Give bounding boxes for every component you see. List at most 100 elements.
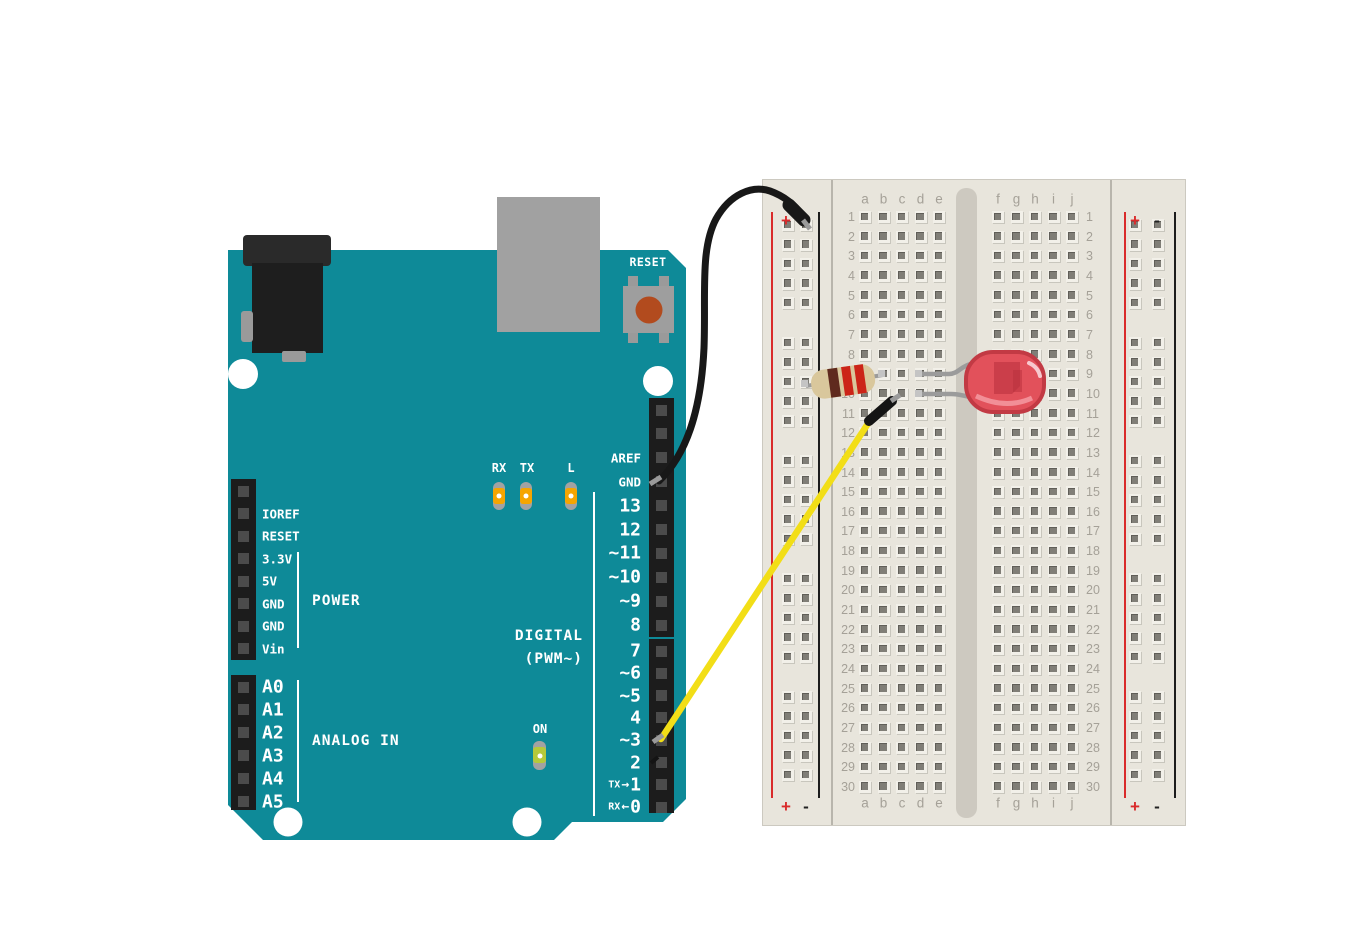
bb-hole-f2[interactable] [992,230,1004,243]
pin-3[interactable] [656,734,667,746]
rail-hole[interactable] [1152,297,1164,309]
bb-hole-h28[interactable] [1029,741,1041,754]
rail-hole[interactable] [1129,337,1141,349]
pin-unlabeled[interactable] [238,485,249,497]
rail-hole[interactable] [1152,651,1164,663]
arduino-board[interactable] [228,250,686,840]
bb-hole-g22[interactable] [1010,623,1023,636]
rail-hole[interactable] [782,769,794,781]
rail-hole[interactable] [1152,769,1164,781]
rail-hole[interactable] [1129,612,1141,624]
bb-hole-c27[interactable] [896,722,908,735]
bb-hole-h25[interactable] [1029,682,1041,695]
bb-hole-g28[interactable] [1010,741,1023,754]
pin-a4[interactable] [238,773,249,785]
bb-hole-f7[interactable] [992,328,1004,341]
bb-hole-a2[interactable] [859,230,871,243]
bb-hole-c23[interactable] [896,643,908,656]
bb-hole-j2[interactable] [1066,230,1078,243]
bb-hole-b5[interactable] [877,289,890,302]
bb-hole-i27[interactable] [1047,722,1060,735]
bb-hole-d18[interactable] [914,545,927,558]
bb-hole-c29[interactable] [896,761,908,774]
pin-aref[interactable] [656,452,667,464]
bb-hole-b6[interactable] [877,309,890,322]
bb-hole-d3[interactable] [914,250,927,263]
bb-hole-j20[interactable] [1066,584,1078,597]
bb-hole-j5[interactable] [1066,289,1078,302]
rail-hole[interactable] [1152,474,1164,487]
bb-hole-j14[interactable] [1066,466,1078,479]
bb-hole-c14[interactable] [896,466,908,479]
bb-hole-b15[interactable] [877,486,890,499]
pin-unlabeled[interactable] [656,404,667,416]
pin-gnd[interactable] [238,598,249,609]
bb-hole-h27[interactable] [1029,722,1041,735]
bb-hole-b13[interactable] [877,446,890,459]
bb-hole-f6[interactable] [992,309,1004,322]
bb-hole-h5[interactable] [1029,289,1041,302]
bb-hole-c15[interactable] [896,486,908,499]
bb-hole-c9[interactable] [896,368,908,381]
bb-hole-j30[interactable] [1066,780,1078,793]
bb-hole-b14[interactable] [877,466,890,479]
bb-hole-i25[interactable] [1047,682,1060,695]
rail-hole[interactable] [1152,337,1164,349]
bb-hole-i29[interactable] [1047,761,1060,774]
bb-hole-c16[interactable] [896,505,908,518]
bb-hole-b29[interactable] [877,761,890,774]
bb-hole-h18[interactable] [1029,545,1041,558]
bb-hole-g6[interactable] [1010,309,1023,322]
bb-hole-b24[interactable] [877,663,890,676]
bb-hole-j17[interactable] [1066,525,1078,538]
bb-hole-i18[interactable] [1047,545,1060,558]
pin-2[interactable] [656,757,667,768]
bb-hole-h14[interactable] [1029,466,1041,479]
rail-hole[interactable] [1152,395,1164,408]
rail-hole[interactable] [1152,258,1164,270]
bb-hole-e8[interactable] [933,348,945,361]
bb-hole-c13[interactable] [896,446,908,459]
bb-hole-f28[interactable] [992,741,1004,754]
rail-hole[interactable] [1152,710,1164,723]
bb-hole-i19[interactable] [1047,564,1060,577]
bb-hole-c25[interactable] [896,682,908,695]
bb-hole-f18[interactable] [992,545,1004,558]
bb-hole-g18[interactable] [1010,545,1023,558]
rail-hole[interactable] [1129,691,1141,703]
pin-a3[interactable] [238,750,249,762]
bb-hole-i14[interactable] [1047,466,1060,479]
bb-hole-i16[interactable] [1047,505,1060,518]
bb-hole-d26[interactable] [914,702,927,715]
bb-hole-b1[interactable] [877,211,890,223]
bb-hole-g3[interactable] [1010,250,1023,263]
bb-hole-a8[interactable] [859,348,871,361]
bb-hole-g15[interactable] [1010,486,1023,499]
pin-gnd[interactable] [656,476,667,488]
bb-hole-i4[interactable] [1047,269,1060,282]
rail-hole[interactable] [1152,573,1164,585]
bb-hole-b26[interactable] [877,702,890,715]
bb-hole-e28[interactable] [933,741,945,754]
bb-hole-h16[interactable] [1029,505,1041,518]
pin-5v[interactable] [238,575,249,587]
bb-hole-b28[interactable] [877,741,890,754]
bb-hole-a1[interactable] [859,211,871,223]
rail-hole[interactable] [800,769,812,781]
bb-hole-j10[interactable] [1066,387,1078,400]
bb-hole-e11[interactable] [933,407,945,420]
bb-hole-g20[interactable] [1010,584,1023,597]
rail-hole[interactable] [1129,533,1141,545]
bb-hole-g21[interactable] [1010,604,1023,617]
bb-hole-d27[interactable] [914,722,927,735]
rail-hole[interactable] [1129,730,1141,742]
bb-hole-e29[interactable] [933,761,945,774]
rail-hole[interactable] [1129,356,1141,369]
bb-hole-c17[interactable] [896,525,908,538]
bb-hole-b19[interactable] [877,564,890,577]
bb-hole-e30[interactable] [933,780,945,793]
bb-hole-b27[interactable] [877,722,890,735]
pin-5[interactable] [656,690,667,702]
bb-hole-i12[interactable] [1047,427,1060,440]
bb-hole-e20[interactable] [933,584,945,597]
